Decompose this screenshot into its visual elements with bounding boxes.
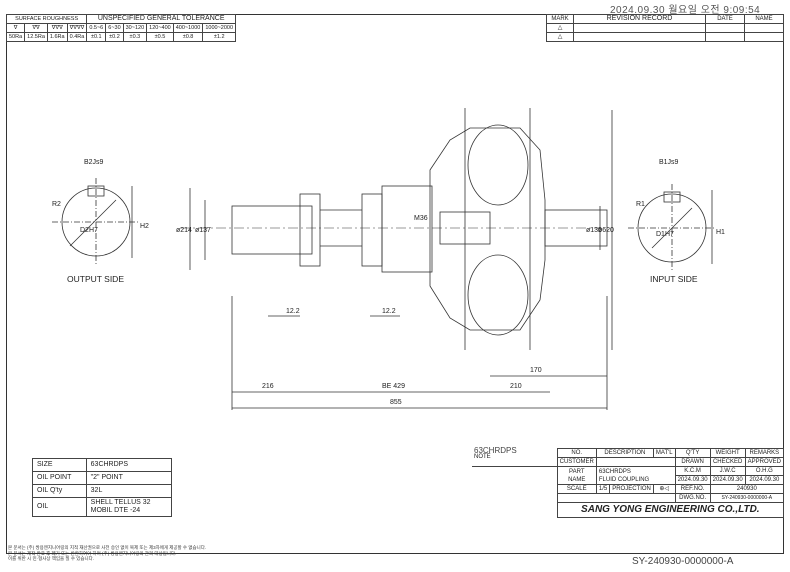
projection-label: PROJECTION [609,484,654,494]
checked-date: 2024.09.30 [709,475,746,485]
coupling-flange [299,193,321,267]
dwg-no-value: SY-240930-0000000-A [709,493,785,503]
header-weight: WEIGHT [709,448,746,458]
customer-label: CUSTOMER [556,457,597,467]
approved-label: APPROVED [744,457,785,467]
coupling-flange [361,193,383,267]
input-shaft [544,209,608,247]
drawn-label: DRAWN [674,457,711,467]
spec-value: 63CHRDPS [85,458,173,472]
d1-label: D1H7 [656,231,674,238]
footer-note: 본 문서는 (주) 쌍용엔지니어링의 지적 재산권으로 사전 승인 없이 복제 … [8,545,207,550]
drawn-date: 2024.09.30 [674,475,711,485]
dim-12-2-left: 12.2 [286,308,300,315]
header-qty: Q'TY [674,448,711,458]
checked-label: CHECKED [709,457,746,467]
phi130-label: ø130 [586,227,602,234]
phi214-label: ø214 [176,227,192,234]
upper-runner [467,124,529,206]
header-remarks: REMARKS [744,448,785,458]
spec-value: "2" POINT [85,471,173,485]
title-block: NOTE NO. DESCRIPTION MAT'L Q'TY WEIGHT R… [472,448,785,518]
footer-note: 이를 위반 시 민·형사상 책임을 질 수 있습니다. [8,556,95,561]
m36-label: M36 [414,215,428,222]
header-material: MAT'L [652,448,676,458]
spec-value: 32L [85,484,173,498]
spec-key: OIL Q'ty [32,484,87,498]
dim-be429: BE 429 [382,383,405,390]
revision-table: MARK REVISION RECORD DATE NAME △ △ [546,14,784,42]
h1-label: H1 [716,229,725,236]
d2-label: D2H7 [80,227,98,234]
spec-key: SIZE [32,458,87,472]
roughness-value: 12.5Ra [24,32,48,42]
b1-label: B1Js9 [659,159,679,166]
spec-key: OIL POINT [32,471,87,485]
dim-12-2-right: 12.2 [382,308,396,315]
oil-line-2: MOBIL DTE -24 [90,507,141,514]
scale-label: SCALE [556,484,597,494]
output-shaft [231,205,313,255]
drawing-frame [6,14,784,554]
dim-855: 855 [390,399,402,406]
tolerance-value: ±0.2 [105,32,124,42]
b2-label: B2Js9 [84,159,104,166]
inner-shaft [439,211,491,245]
output-side-label: OUTPUT SIDE [67,274,124,284]
roughness-tolerance-table: SURFACE ROUGHNESS UNSPECIFIED GENERAL TO… [5,14,237,42]
note-label: NOTE [472,448,558,467]
dim-170: 170 [530,367,542,374]
phi620-label: ø620 [598,227,614,234]
roughness-value: 50Ra [5,32,26,42]
hub-body [381,185,433,273]
approved-date: 2024.09.30 [744,475,785,485]
company-name: SANG YONG ENGINEERING CO.,LTD. [556,502,785,518]
ref-no-value: 240930 [709,484,785,494]
input-side-label: INPUT SIDE [650,274,698,284]
footer-notes: 본 문서는 (주) 쌍용엔지니어링의 지적 재산권으로 사전 승인 없이 복제 … [8,545,206,562]
lower-runner [467,254,529,336]
projection-icon: ⊕◁ [652,484,676,494]
h2-label: H2 [140,223,149,230]
phi137-label: ø137 [195,227,211,234]
timestamp: 2024.09.30 월요일 오전 9:09:54 [610,5,761,16]
dim-216: 216 [262,383,274,390]
spec-key: OIL [32,497,87,517]
ref-no-label: REF.NO. [674,484,711,494]
drawn-name: K.C.M [674,466,711,476]
oil-line-1: SHELL TELLUS 32 [90,499,151,506]
r2-label: R2 [52,201,61,208]
drawing-number: SY-240930-0000000-A [632,556,734,567]
checked-name: J.W.C [709,466,746,476]
coupling-housing [429,127,546,331]
r1-label: R1 [636,201,645,208]
dim-210: 210 [510,383,522,390]
header-description: DESCRIPTION [595,448,654,458]
dwg-no-label: DWG.NO. [674,493,711,503]
footer-note: 본 문서는 제작 완료 후 폐기 또는 반환하여야 하며 (주) 쌍용엔지니어링… [8,550,177,556]
tolerance-value: ±1.2 [202,32,237,42]
approved-name: O.H.G [744,466,785,476]
header-no: NO. [556,448,597,458]
scale-value: 1/5 [595,484,611,494]
